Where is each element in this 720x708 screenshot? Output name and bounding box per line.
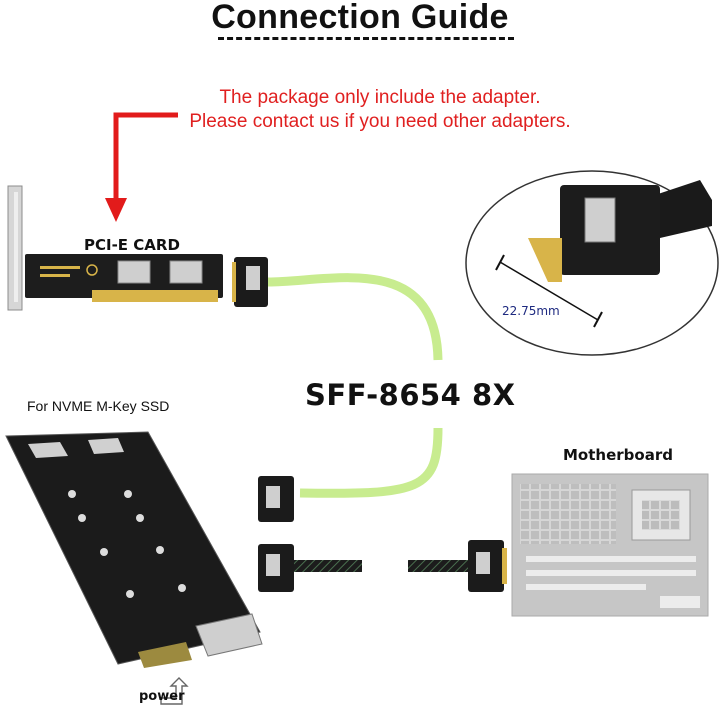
connector-width-label: 22.75mm (502, 304, 560, 318)
motherboard-label: Motherboard (563, 446, 673, 464)
title-underline (218, 37, 514, 40)
cable-type-label: SFF-8654 8X (305, 378, 516, 412)
black-braided-cable (258, 540, 507, 592)
pcie-card-label: PCI-E CARD (84, 236, 180, 254)
nvme-ssd-label: For NVME M-Key SSD (27, 398, 170, 414)
page-title: Connection Guide (211, 0, 509, 36)
package-note: The package only include the adapter. Pl… (140, 86, 620, 134)
slot-connector (169, 260, 203, 284)
nvme-adapter-pcb (5, 431, 261, 665)
pcie-card-image (7, 185, 223, 311)
red-pointer-arrow (105, 112, 178, 222)
power-arrow-icon (160, 677, 189, 705)
sff8654-cable (232, 257, 443, 522)
motherboard-image (511, 473, 709, 617)
connector-closeup (465, 170, 719, 356)
nvme-sff-port (195, 613, 263, 657)
power-label: power (139, 689, 185, 704)
closeup-gold-edge (528, 238, 562, 282)
power-port (138, 642, 192, 668)
package-note-line-2: Please contact us if you need other adap… (189, 111, 571, 132)
pcie-gold-contacts (92, 290, 218, 302)
slot-connector (117, 260, 151, 284)
nvme-adapter-image (5, 431, 263, 668)
package-note-line-1: The package only include the adapter. (219, 87, 541, 108)
